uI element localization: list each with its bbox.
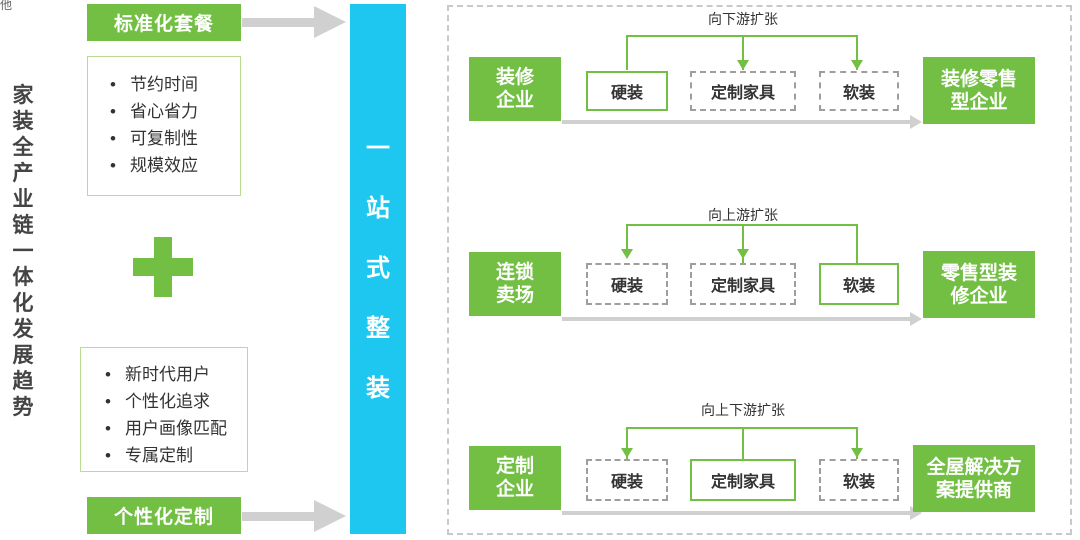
bullet-item: 用户画像匹配 <box>105 415 247 442</box>
title-char: 势 <box>12 396 34 419</box>
node-hardscape: 硬装 <box>586 263 668 305</box>
source-label: 连锁卖场 <box>495 262 534 306</box>
arrow-right-icon <box>242 500 346 532</box>
title-char: 趋 <box>12 370 34 393</box>
flow-label-downstream: 向下游扩张 <box>708 11 778 27</box>
personalization-box: 新时代用户 个性化追求 用户画像匹配 专属定制 <box>80 347 248 472</box>
node-custom-furniture: 定制家具 <box>690 71 796 111</box>
source-decoration-company: 装修企业 <box>469 57 561 121</box>
vertical-title: 家装全产业链一体化发展趋势 <box>8 83 38 421</box>
bullet-item: 个性化追求 <box>105 388 247 415</box>
title-char: 链 <box>12 214 34 237</box>
target-decoration-retail: 装修零售型企业 <box>923 57 1035 124</box>
target-whole-house-provider: 全屋解决方案提供商 <box>913 445 1035 512</box>
title-char: 体 <box>12 266 34 289</box>
bullet-item: 省心省力 <box>110 98 240 125</box>
bullet-item: 可复制性 <box>110 125 240 152</box>
node-hardscape: 硬装 <box>586 71 668 111</box>
column-char: 装 <box>366 375 390 402</box>
node-custom-furniture: 定制家具 <box>690 459 796 501</box>
arrow-right-icon <box>242 6 346 38</box>
flow-label-both: 向上下游扩张 <box>701 402 785 418</box>
target-label: 零售型装修企业 <box>940 262 1017 307</box>
standard-package-banner: 标准化套餐 <box>87 4 241 41</box>
title-char: 家 <box>12 84 34 107</box>
title-char: 展 <box>12 344 34 367</box>
bullet-item: 专属定制 <box>105 442 247 469</box>
source-chain-store: 连锁卖场 <box>469 252 561 316</box>
title-char: 化 <box>12 292 34 315</box>
personalized-custom-banner: 个性化定制 <box>87 497 241 534</box>
expansion-panel <box>447 5 1072 535</box>
bullet-item: 节约时间 <box>110 71 240 98</box>
flow-label-upstream: 向上游扩张 <box>708 207 778 223</box>
node-softscape: 软装 <box>819 71 899 111</box>
title-char: 装 <box>12 110 34 133</box>
bullet-item: 新时代用户 <box>105 361 247 388</box>
node-custom-furniture: 定制家具 <box>690 263 796 305</box>
bullet-item: 规模效应 <box>110 152 240 179</box>
title-char: 一 <box>12 240 34 263</box>
corner-text: 他 <box>0 0 13 12</box>
input-arrows <box>242 6 346 532</box>
title-char: 业 <box>12 188 34 211</box>
source-custom-company: 定制企业 <box>469 446 561 510</box>
source-label: 定制企业 <box>495 456 534 500</box>
node-hardscape: 硬装 <box>586 459 668 501</box>
column-char: 式 <box>366 255 390 282</box>
standard-benefits-box: 节约时间 省心省力 可复制性 规模效应 <box>87 56 241 196</box>
node-softscape: 软装 <box>819 459 899 501</box>
target-label: 全屋解决方案提供商 <box>926 456 1022 501</box>
target-label: 装修零售型企业 <box>940 68 1017 113</box>
column-char: 整 <box>366 315 390 342</box>
source-label: 装修企业 <box>495 67 534 111</box>
title-char: 产 <box>12 162 34 185</box>
node-softscape: 软装 <box>819 263 899 305</box>
plus-icon <box>133 237 193 297</box>
target-retail-decoration: 零售型装修企业 <box>923 251 1035 318</box>
one-stop-column: 一站式整装 <box>350 4 406 534</box>
title-char: 发 <box>12 318 34 341</box>
title-char: 全 <box>12 136 34 159</box>
column-char: 站 <box>366 195 390 222</box>
column-char: 一 <box>366 135 390 162</box>
